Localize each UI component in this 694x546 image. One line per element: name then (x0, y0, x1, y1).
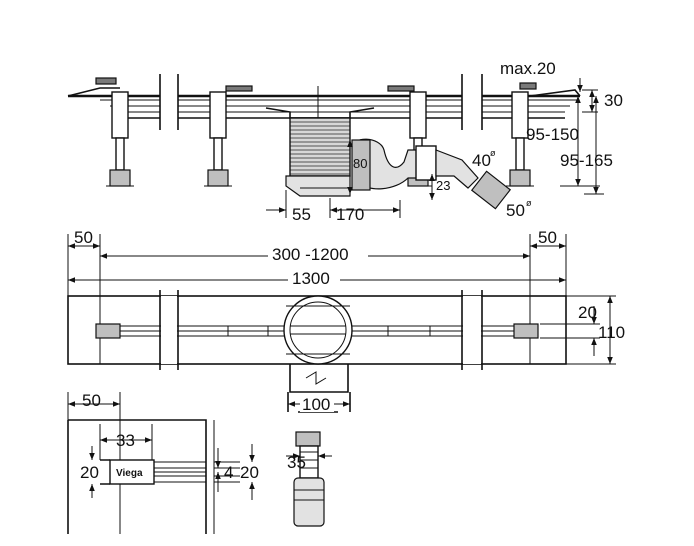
viega-logo: Viega (116, 468, 143, 479)
dim-80-label: 80 (353, 156, 367, 171)
detail-dim-20-left: 20 (80, 446, 99, 498)
top-dim-50-left: 50 (68, 228, 100, 249)
detail-dim-20-right-label: 20 (240, 463, 259, 482)
detail-dim-4-label: 4 (224, 463, 233, 482)
diameter-symbol-50: ø (526, 198, 532, 208)
side-dim-30: 30 (582, 89, 623, 113)
top-view: 50 300 -1200 50 1300 (67, 228, 625, 527)
top-drain: 100 35 (283, 295, 353, 527)
side-dim-max20: max.20 (500, 59, 583, 92)
detail-grate: Viega (100, 459, 240, 485)
detail-dim-4: 4 (215, 448, 233, 492)
dim-30-label: 30 (604, 91, 623, 110)
side-dim-40: 40 ø (472, 148, 496, 170)
dim-55-label: 55 (292, 205, 311, 224)
side-dim-95-150: 95-150 (526, 96, 600, 187)
top-dim-50-right: 50 (530, 228, 566, 249)
detail-view: 50 33 Viega 20 4 20 (67, 391, 259, 534)
dim-35-label: 35 (287, 453, 306, 472)
top-dim-110: 110 (566, 295, 625, 365)
dim-50-diameter-label: 50 (506, 201, 525, 220)
detail-dim-33: 33 (99, 424, 153, 460)
side-drain-body (265, 107, 512, 210)
dim-50-right-label: 50 (538, 228, 557, 247)
side-dim-95-165: 95-165 (560, 96, 613, 195)
side-dim-23: 23 (429, 174, 450, 200)
dim-40-label: 40 (472, 151, 491, 170)
dim-20-label: 20 (578, 303, 597, 322)
side-dim-50-diameter: 50 ø (506, 198, 532, 220)
dim-170-label: 170 (336, 205, 364, 224)
dim-110-label: 110 (598, 323, 625, 342)
side-foot-2 (204, 91, 232, 187)
top-dim-1300: 1300 (68, 266, 566, 288)
side-dim-80: 80 (347, 140, 367, 194)
side-foot-4 (506, 91, 534, 187)
diameter-symbol-40: ø (490, 148, 496, 158)
detail-dim-20-right: 20 (240, 444, 259, 500)
detail-dim-50-label: 50 (82, 391, 101, 410)
detail-dim-33-label: 33 (116, 431, 135, 450)
side-foot-1 (106, 91, 134, 187)
dim-23-label: 23 (436, 178, 450, 193)
top-dim-300-1200: 300 -1200 (100, 242, 530, 264)
dim-95-165-label: 95-165 (560, 151, 613, 170)
side-view: max.20 30 95-150 95-165 80 23 40 ø (67, 59, 623, 224)
dim-95-150-label: 95-150 (526, 125, 579, 144)
top-dim-20: 20 (540, 303, 600, 356)
dim-50-left-label: 50 (74, 228, 93, 247)
dim-1300-label: 1300 (292, 269, 330, 288)
dim-max20-label: max.20 (500, 59, 556, 78)
side-dim-55-170: 55 170 (266, 190, 401, 224)
detail-dim-20-left-label: 20 (80, 463, 99, 482)
dim-300-1200-label: 300 -1200 (272, 245, 349, 264)
dim-100-label: 100 (302, 395, 330, 414)
detail-dim-50: 50 (68, 391, 120, 410)
